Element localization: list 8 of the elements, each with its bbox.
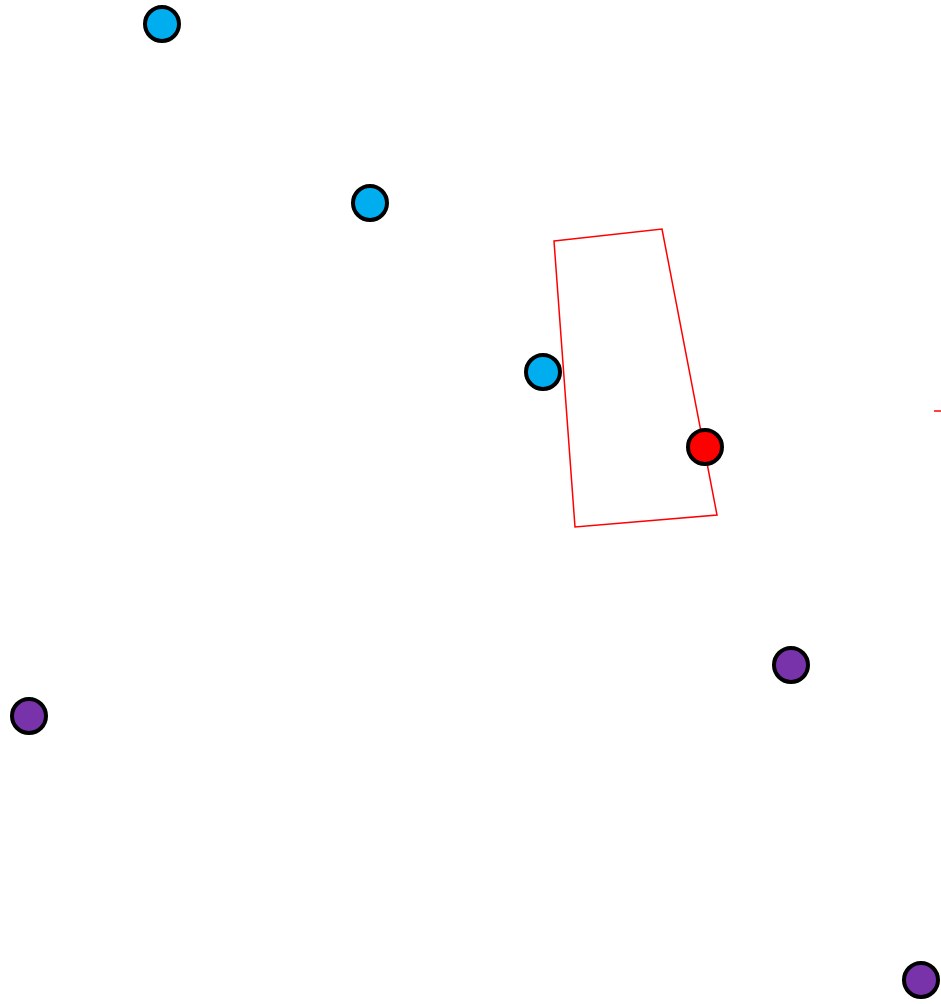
quadrilateral [553, 228, 718, 528]
circle-marker [772, 646, 810, 684]
circle-marker [524, 353, 562, 391]
circle-marker [10, 697, 48, 735]
circle-marker [902, 961, 940, 999]
circle-marker [143, 5, 181, 43]
circle-marker [351, 184, 389, 222]
circle-marker [686, 428, 724, 466]
